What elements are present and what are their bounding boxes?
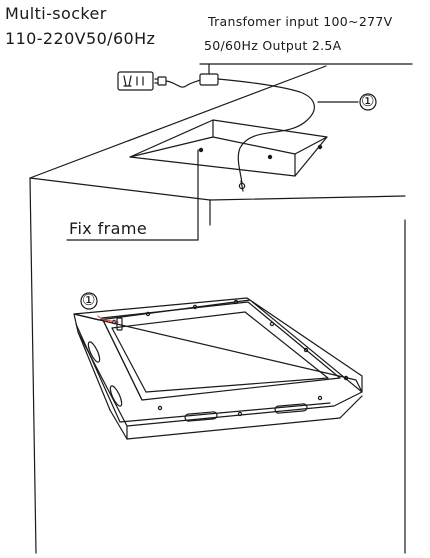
transformer-label-line2: 50/60Hz Output 2.5A — [204, 38, 342, 53]
power-plug-icon — [154, 76, 167, 86]
power-socket-icon — [117, 71, 154, 91]
transformer-label-line1: Transfomer input 100~277V — [208, 14, 393, 29]
room-outline — [29, 65, 406, 554]
fix-frame-leader-line — [66, 149, 199, 241]
fix-frame — [73, 297, 363, 440]
transformer-box-icon — [199, 63, 219, 86]
transformer-cable — [217, 78, 315, 184]
fix-frame-label: Fix frame — [69, 219, 148, 238]
socket-label-line2: 110-220V50/60Hz — [5, 29, 156, 48]
cable-connector — [238, 180, 246, 192]
callout-number-frame: ① — [82, 291, 96, 309]
socket-label-line1: Multi-socker — [5, 4, 107, 23]
callout-circle-frame — [80, 292, 98, 310]
frame-wire — [97, 315, 119, 323]
callout-number-top: ① — [361, 92, 375, 110]
ceiling-box — [129, 119, 328, 177]
callout-circle-top — [359, 93, 377, 111]
plug-cable — [165, 79, 201, 88]
